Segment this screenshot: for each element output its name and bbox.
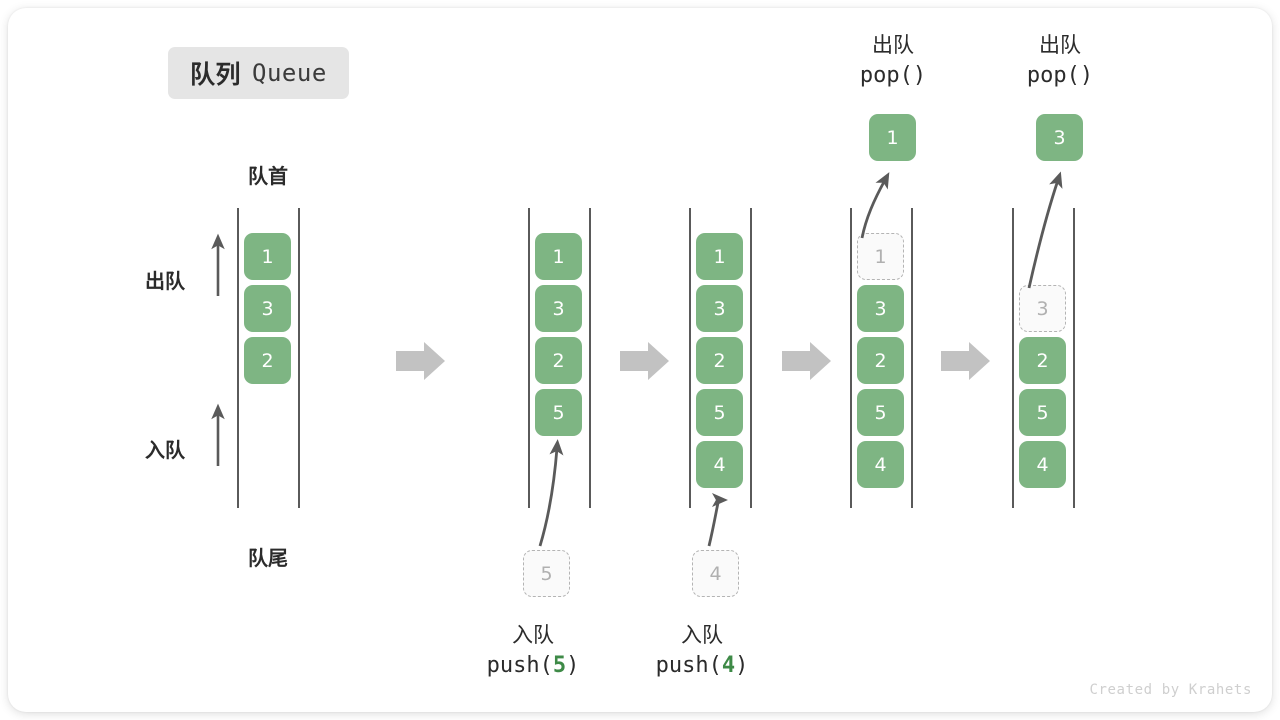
queue-rail-right bbox=[1073, 208, 1075, 508]
push-source-cell: 4 bbox=[692, 550, 739, 597]
credit-text: Created by Krahets bbox=[1089, 682, 1252, 698]
queue-front-label: 队首 bbox=[248, 164, 288, 188]
pop-result-cell: 1 bbox=[869, 114, 916, 161]
pop-3-caption-code: pop() bbox=[1026, 63, 1094, 89]
queue-rail-right bbox=[750, 208, 752, 508]
queue-rail-right bbox=[589, 208, 591, 508]
queue-cell[interactable]: 2 bbox=[244, 337, 291, 384]
queue-cell[interactable]: 5 bbox=[857, 389, 904, 436]
queue-cell[interactable]: 2 bbox=[857, 337, 904, 384]
push-4-caption: 入队 push(4) bbox=[612, 620, 792, 682]
queue-cell[interactable]: 2 bbox=[1019, 337, 1066, 384]
pop-1-caption-code: pop() bbox=[859, 63, 927, 89]
pop-3-caption-cn: 出队 bbox=[1039, 33, 1081, 57]
diagram-card bbox=[8, 8, 1272, 712]
push-source-cell: 5 bbox=[523, 550, 570, 597]
queue-cell[interactable]: 5 bbox=[535, 389, 582, 436]
queue-cell[interactable]: 3 bbox=[244, 285, 291, 332]
queue-cell[interactable]: 5 bbox=[1019, 389, 1066, 436]
dequeue-side-label: 出队 bbox=[145, 269, 185, 293]
queue-rail-left bbox=[1012, 208, 1014, 508]
pop-1-caption: 出队 pop() bbox=[803, 30, 983, 92]
queue-cell[interactable]: 3 bbox=[535, 285, 582, 332]
push-4-caption-cn: 入队 bbox=[681, 623, 723, 647]
push-5-caption-cn: 入队 bbox=[512, 623, 554, 647]
pop-result-cell: 3 bbox=[1036, 114, 1083, 161]
push-4-caption-code: push(4) bbox=[655, 653, 749, 679]
push-5-caption: 入队 push(5) bbox=[443, 620, 623, 682]
enqueue-side-label: 入队 bbox=[145, 438, 185, 462]
title-badge: 队列 Queue bbox=[168, 47, 349, 99]
queue-cell[interactable]: 4 bbox=[857, 441, 904, 488]
queue-cell[interactable]: 1 bbox=[244, 233, 291, 280]
queue-rear-label: 队尾 bbox=[248, 546, 288, 570]
queue-cell[interactable]: 3 bbox=[696, 285, 743, 332]
queue-rail-left bbox=[850, 208, 852, 508]
queue-cell-removed: 1 bbox=[857, 233, 904, 280]
queue-cell[interactable]: 2 bbox=[535, 337, 582, 384]
queue-cell[interactable]: 3 bbox=[857, 285, 904, 332]
queue-cell[interactable]: 1 bbox=[535, 233, 582, 280]
queue-rail-left bbox=[237, 208, 239, 508]
queue-cell[interactable]: 4 bbox=[696, 441, 743, 488]
queue-rail-left bbox=[528, 208, 530, 508]
queue-cell-removed: 3 bbox=[1019, 285, 1066, 332]
queue-rail-right bbox=[911, 208, 913, 508]
title-chinese: 队列 bbox=[190, 60, 242, 89]
queue-rail-right bbox=[298, 208, 300, 508]
queue-cell[interactable]: 5 bbox=[696, 389, 743, 436]
queue-cell[interactable]: 1 bbox=[696, 233, 743, 280]
push-5-caption-code: push(5) bbox=[486, 653, 580, 679]
title-english: Queue bbox=[252, 59, 327, 87]
queue-cell[interactable]: 4 bbox=[1019, 441, 1066, 488]
queue-rail-left bbox=[689, 208, 691, 508]
pop-3-caption: 出队 pop() bbox=[970, 30, 1150, 92]
queue-cell[interactable]: 2 bbox=[696, 337, 743, 384]
pop-1-caption-cn: 出队 bbox=[872, 33, 914, 57]
